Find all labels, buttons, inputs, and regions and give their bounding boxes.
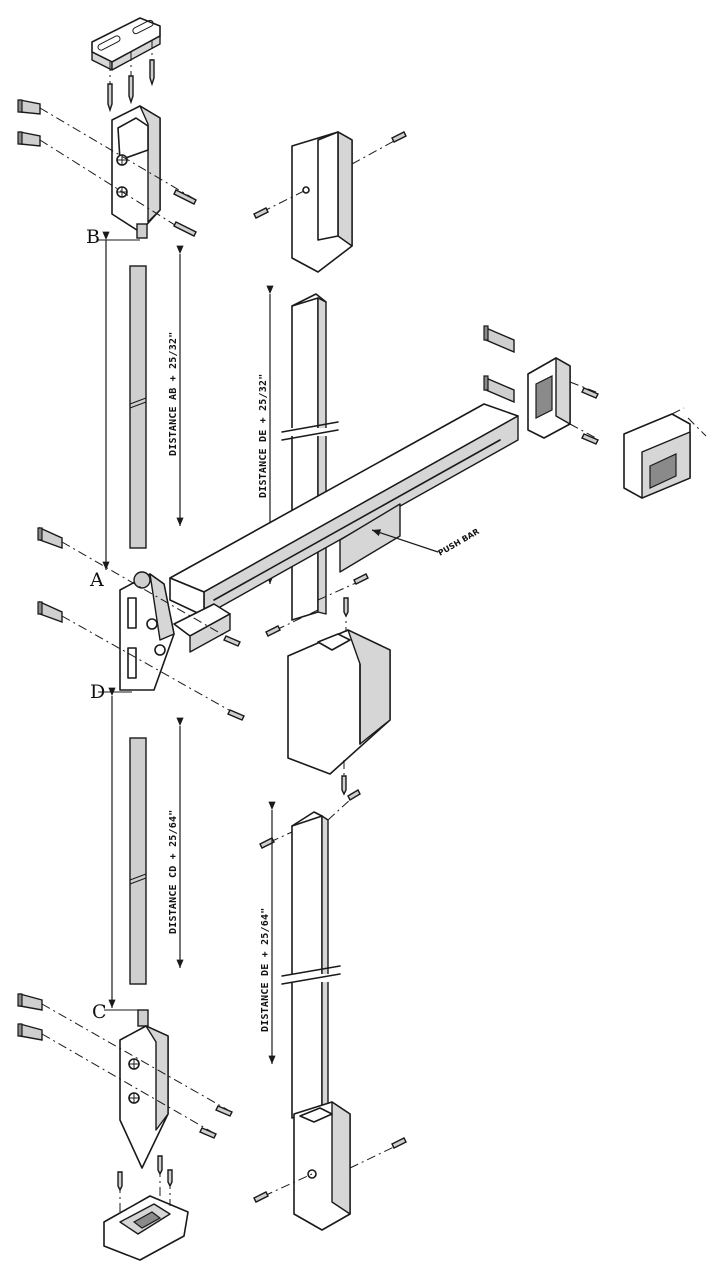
bottom-latch-bolt [119,1009,169,1169]
right-strike-screws [483,325,599,445]
upper-channel-dimension-label: DISTANCE DE + 25/32" [258,374,269,498]
bottom-cover-shell [293,1101,351,1231]
label-a: A [89,569,104,591]
center-mechanism [119,571,231,691]
label-d: D [90,681,105,703]
bottom-floor-strike [103,1155,189,1261]
ad-labels: A D [89,569,132,703]
lower-channel [281,811,341,1119]
top-strike-screws [107,40,155,113]
right-strike-plate [527,357,571,439]
upper-rod [129,265,147,549]
lower-rod [129,737,147,985]
push-bar-label: PUSH BAR [437,527,481,558]
right-end-cap [623,407,707,499]
lower-channel-screws [259,789,361,849]
top-latch-bolt [111,105,161,239]
top-cover-screws [253,131,407,219]
label-c: C [92,1001,107,1023]
upper-rod-dimension: DISTANCE AB + 25/32" [168,245,184,526]
cd-measurement: C [92,687,140,1023]
upper-channel [281,293,339,621]
top-strike-plate [91,17,161,71]
lower-channel-dimension-label: DISTANCE DE + 25/64" [260,908,271,1032]
top-cover-shell [291,131,353,273]
bottom-cover-screws [253,1137,407,1203]
top-latch-screws [17,99,197,237]
ab-measurement: B [86,226,140,570]
bottom-latch-screws [17,993,233,1139]
lower-rod-dimension-label: DISTANCE CD + 25/64" [168,810,179,934]
middle-cover [287,597,391,796]
label-b: B [86,226,100,248]
center-mechanism-screws [37,526,369,721]
lower-channel-dimension: DISTANCE DE + 25/64" [260,801,276,1064]
upper-rod-dimension-label: DISTANCE AB + 25/32" [168,332,179,456]
lower-rod-dimension: DISTANCE CD + 25/64" [168,717,184,968]
push-bar [169,403,519,617]
